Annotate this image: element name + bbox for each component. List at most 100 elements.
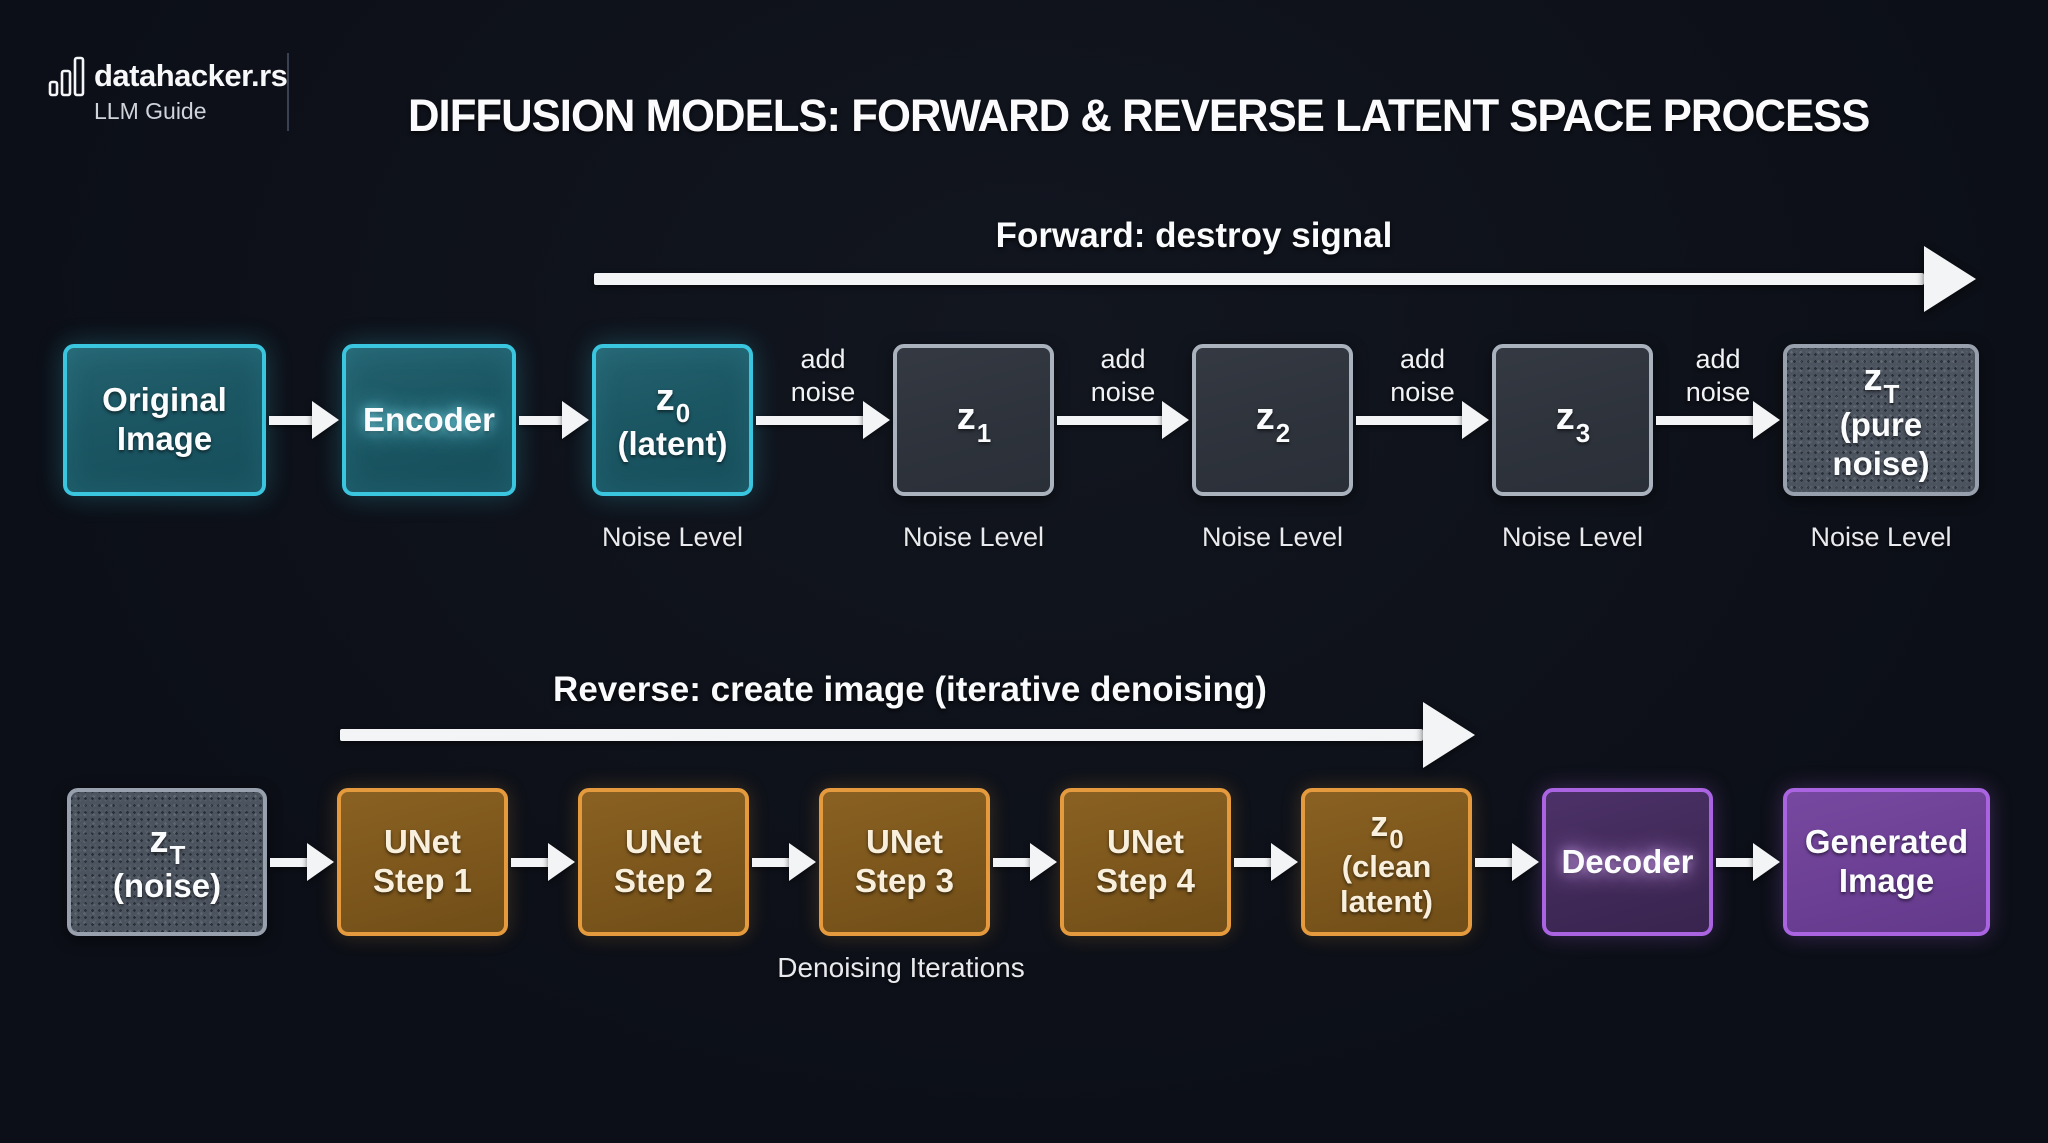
encoder-label: Encoder xyxy=(362,400,496,438)
original-image-box: Original Image xyxy=(63,344,266,496)
decoder-box: Decoder xyxy=(1542,788,1713,936)
original-image-label-line2: Image xyxy=(116,420,213,457)
node-z2: z2 Noise Level xyxy=(1192,344,1353,553)
zt-noise-caption: (noise) xyxy=(112,867,222,905)
z2-symbol: z2 xyxy=(1256,395,1290,448)
add-noise-line2: noise xyxy=(790,376,856,407)
z0-subscript: 0 xyxy=(675,398,691,429)
arrow-icon xyxy=(753,401,893,439)
unet-step1-line1: UNet xyxy=(383,823,461,861)
zt-noise-box: zT (noise) xyxy=(67,788,267,936)
reverse-arrow-head xyxy=(1423,702,1475,768)
generated-image-line1: Generated xyxy=(1804,823,1969,861)
forward-arrow-head xyxy=(1924,246,1976,312)
connector-unet2-unet3 xyxy=(749,788,819,936)
connector-z3-zt: add noise xyxy=(1653,344,1783,496)
connector-original-encoder xyxy=(266,344,342,496)
noise-level-label-z1: Noise Level xyxy=(902,522,1045,552)
noise-level-label-z3: Noise Level xyxy=(1501,522,1644,552)
z3-box: z3 xyxy=(1492,344,1653,496)
node-unet-step3: UNet Step 3 xyxy=(819,788,990,936)
unet-step4-line1: UNet xyxy=(1106,823,1184,861)
reverse-row: zT (noise) UNet Step 1 UNet Step 2 xyxy=(67,788,1990,936)
node-unet-step4: UNet Step 4 xyxy=(1060,788,1231,936)
node-encoder: Encoder xyxy=(342,344,516,496)
unet-step2-line1: UNet xyxy=(624,823,702,861)
arrow-icon xyxy=(1054,401,1192,439)
node-generated-image: Generated Image xyxy=(1783,788,1990,936)
connector-z1-z2: add noise xyxy=(1054,344,1192,496)
connector-z2-z3: add noise xyxy=(1353,344,1492,496)
z2-subscript: 2 xyxy=(1275,417,1291,448)
unet-step3-line1: UNet xyxy=(865,823,943,861)
reverse-arrow-shaft xyxy=(340,729,1423,741)
add-noise-line2: noise xyxy=(1090,376,1156,407)
page-title: DIFFUSION MODELS: FORWARD & REVERSE LATE… xyxy=(408,90,1870,142)
generated-image-box: Generated Image xyxy=(1783,788,1990,936)
decoder-label: Decoder xyxy=(1561,842,1694,880)
z0-clean-caption-line1: (clean xyxy=(1341,849,1432,885)
z0-clean-symbol: z0 xyxy=(1370,803,1403,853)
z0-latent-box: z0 (latent) xyxy=(592,344,753,496)
z0-main: z xyxy=(655,376,675,419)
connector-unet4-z0 xyxy=(1231,788,1301,936)
forward-process-label: Forward: destroy signal xyxy=(995,216,1393,255)
unet-step2-line2: Step 2 xyxy=(613,862,714,899)
bar-chart-icon xyxy=(48,56,85,97)
connector-encoder-z0 xyxy=(516,344,592,496)
zt-pure-noise-caption: (pure noise) xyxy=(1832,405,1930,482)
node-zt-noise: zT (noise) xyxy=(67,788,267,936)
add-noise-line1: add xyxy=(1100,344,1146,375)
generated-image-line2: Image xyxy=(1838,862,1935,899)
z1-subscript: 1 xyxy=(976,417,992,448)
unet-step3-line2: Step 3 xyxy=(854,862,955,899)
unet-step3-box: UNet Step 3 xyxy=(819,788,990,936)
node-z0-clean-latent: z0 (clean latent) xyxy=(1301,788,1472,936)
z0-clean-caption-line2: latent) xyxy=(1340,884,1433,920)
arrow-icon xyxy=(516,401,592,439)
zt-noise-subscript: T xyxy=(169,840,186,871)
add-noise-label: add noise xyxy=(1653,343,1783,408)
noise-level-label-z0: Noise Level xyxy=(601,522,744,552)
z0-clean-latent-box: z0 (clean latent) xyxy=(1301,788,1472,936)
reverse-process-label: Reverse: create image (iterative denoisi… xyxy=(553,670,1267,709)
z3-symbol: z3 xyxy=(1555,395,1590,448)
arrow-icon xyxy=(1713,843,1783,881)
denoising-iterations-label: Denoising Iterations xyxy=(777,952,1025,983)
node-decoder: Decoder xyxy=(1542,788,1713,936)
zt-noise-main: z xyxy=(149,818,169,861)
arrow-icon xyxy=(990,843,1060,881)
connector-z0-z1: add noise xyxy=(753,344,893,496)
z3-subscript: 3 xyxy=(1575,417,1591,448)
unet-step2-box: UNet Step 2 xyxy=(578,788,749,936)
unet-step1-box: UNet Step 1 xyxy=(337,788,508,936)
add-noise-label: add noise xyxy=(1353,343,1492,408)
add-noise-line1: add xyxy=(1695,344,1741,375)
add-noise-line2: noise xyxy=(1685,376,1751,407)
add-noise-label: add noise xyxy=(1054,343,1192,408)
unet-step1-line2: Step 1 xyxy=(372,862,473,899)
encoder-box: Encoder xyxy=(342,344,516,496)
z1-symbol: z1 xyxy=(956,395,991,448)
node-unet-step2: UNet Step 2 xyxy=(578,788,749,936)
brand-name: datahacker.rs xyxy=(94,58,288,93)
add-noise-line1: add xyxy=(800,344,846,375)
node-zt-pure-noise: zT (pure noise) Noise Level xyxy=(1783,344,1979,553)
z0-latent-caption: (latent) xyxy=(617,425,728,463)
zt-main: z xyxy=(1863,357,1883,400)
connector-unet1-unet2 xyxy=(508,788,578,936)
arrow-icon xyxy=(508,843,578,881)
z1-box: z1 xyxy=(893,344,1054,496)
reverse-arrow xyxy=(340,700,1475,770)
z3-main: z xyxy=(1555,396,1575,439)
z0-clean-main: z xyxy=(1370,803,1389,845)
z2-box: z2 xyxy=(1192,344,1353,496)
connector-z0-decoder xyxy=(1472,788,1542,936)
arrow-icon xyxy=(1653,401,1783,439)
unet-step4-line2: Step 4 xyxy=(1095,862,1196,899)
z1-main: z xyxy=(956,396,976,439)
add-noise-line1: add xyxy=(1399,344,1446,375)
arrow-icon xyxy=(749,843,819,881)
arrow-icon xyxy=(1231,843,1301,881)
